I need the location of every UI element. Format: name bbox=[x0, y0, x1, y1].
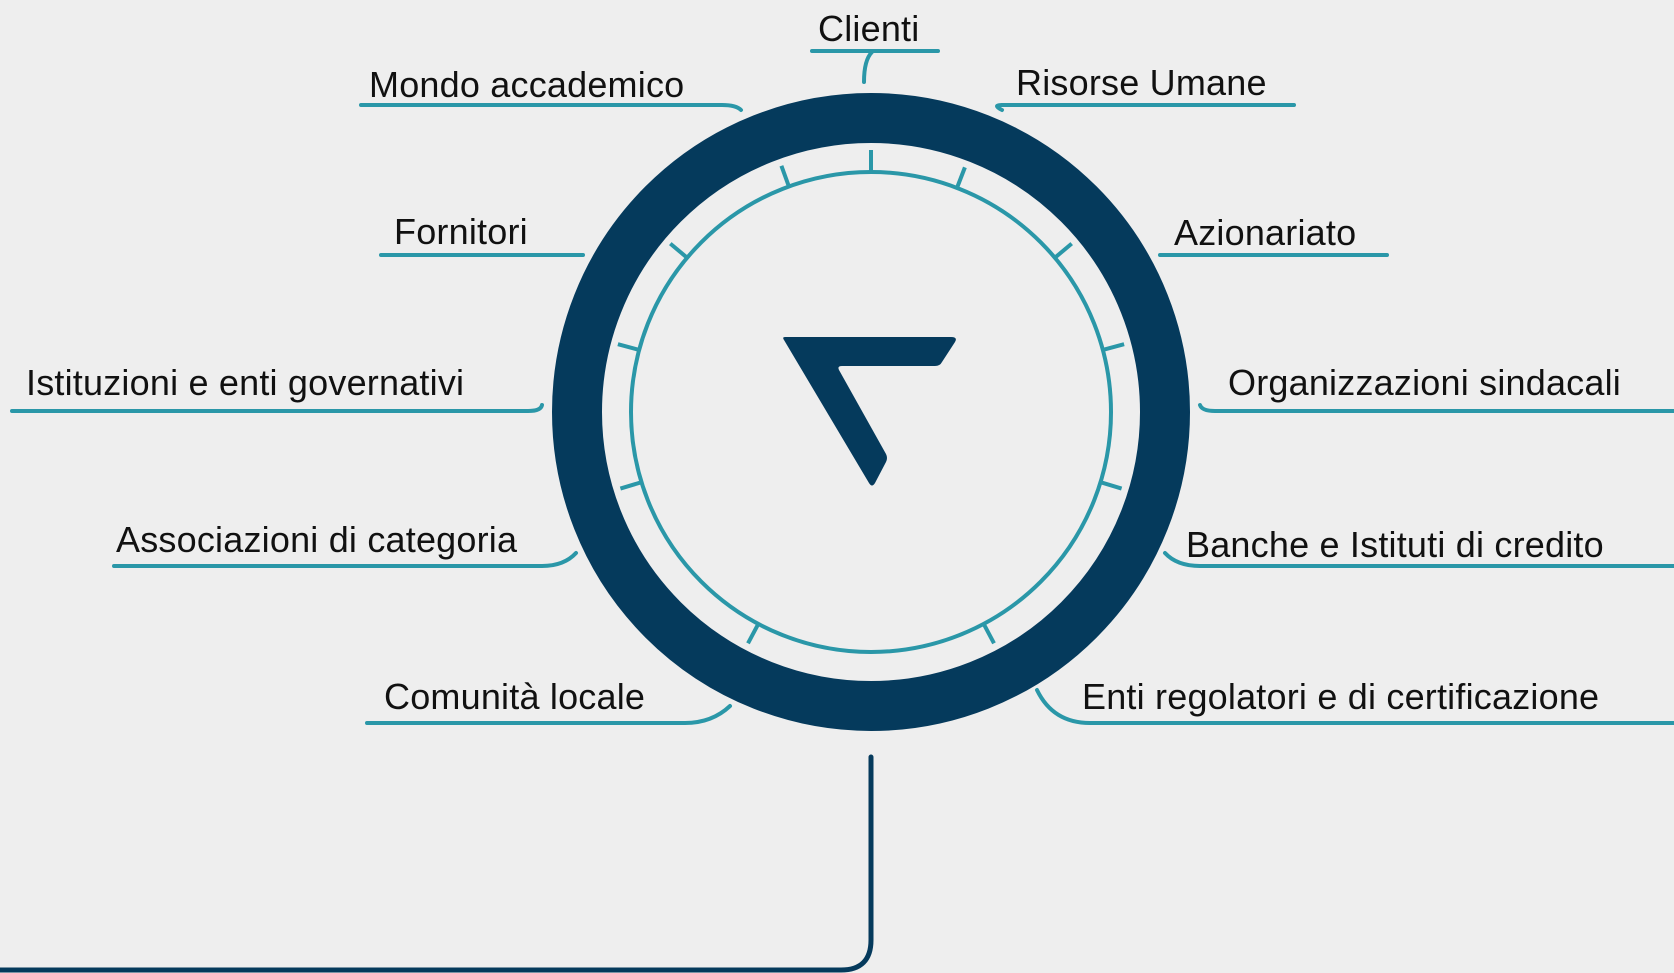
ring-tick bbox=[1053, 242, 1073, 260]
connector-risorse-umane-stem bbox=[995, 103, 1004, 112]
connector-banche bbox=[1163, 551, 1674, 568]
label-fornitori: Fornitori bbox=[394, 211, 528, 252]
ring-tick bbox=[619, 480, 643, 491]
label-banche: Banche e Istituti di credito bbox=[1186, 524, 1604, 565]
connector-enti-regolatori bbox=[1035, 688, 1674, 725]
inner-ring-ticks bbox=[617, 150, 1125, 645]
ring-tick bbox=[779, 165, 791, 188]
connector-associazioni bbox=[112, 551, 578, 568]
inner-ring bbox=[629, 170, 1113, 654]
label-azionariato: Azionariato bbox=[1174, 212, 1357, 253]
bottom-connector-line bbox=[0, 754, 874, 973]
label-enti-regolatori: Enti regolatori e di certificazione bbox=[1082, 676, 1600, 717]
label-organizzazioni-sindacali: Organizzazioni sindacali bbox=[1228, 362, 1621, 403]
ring-tick bbox=[617, 342, 640, 352]
label-comunita-locale: Comunità locale bbox=[384, 676, 646, 717]
connector-organizzazioni-sindacali bbox=[1198, 403, 1674, 413]
connector-clienti-stem bbox=[862, 50, 874, 84]
label-risorse-umane: Risorse Umane bbox=[1016, 62, 1267, 103]
ring-tick bbox=[955, 166, 967, 189]
label-clienti: Clienti bbox=[818, 8, 920, 49]
connector-istituzioni bbox=[10, 403, 544, 413]
ring-tick bbox=[1099, 480, 1123, 491]
ring-tick bbox=[746, 622, 761, 645]
ring-tick bbox=[669, 242, 689, 260]
outer-ring bbox=[552, 93, 1190, 731]
ring-tick bbox=[1102, 342, 1125, 352]
connector-comunita-locale bbox=[365, 704, 732, 725]
label-associazioni: Associazioni di categoria bbox=[116, 519, 518, 560]
connector-lines bbox=[10, 49, 1674, 725]
label-mondo-accademico: Mondo accademico bbox=[369, 64, 685, 105]
chevron-logo-icon bbox=[783, 337, 956, 486]
label-istituzioni: Istituzioni e enti governativi bbox=[26, 362, 465, 403]
connector-mondo-accademico bbox=[359, 103, 743, 112]
ring-tick bbox=[981, 622, 996, 645]
